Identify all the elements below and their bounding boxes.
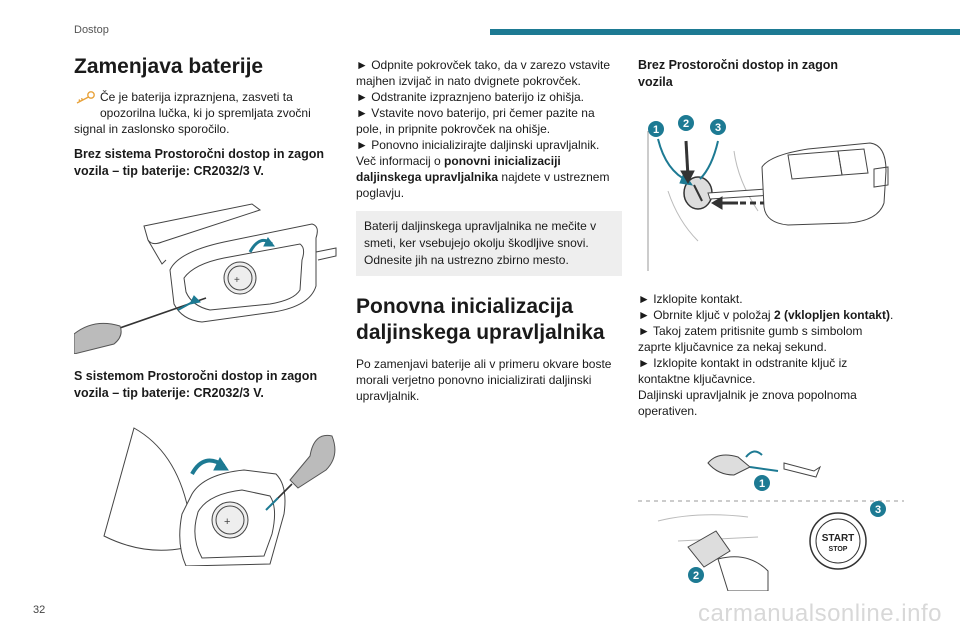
header-section-label: Dostop (74, 24, 109, 36)
key-warning-icon (74, 91, 96, 109)
key-battery-figure-1: + (74, 203, 337, 354)
reinit-step-3-cont: zaprte ključavnice za nekaj sekund. (638, 340, 827, 354)
notice-line-3: Odnesite jih na ustrezno zbirno mesto. (364, 253, 569, 267)
step-line-6: ► Ponovno inicializirajte daljinski upra… (356, 138, 600, 152)
key-battery-figure-2: + (103, 427, 336, 566)
reinit-step-1: ► Izklopite kontakt. (638, 292, 743, 306)
reinit-title-line-2: daljinskega upravljalnika (356, 321, 605, 344)
notice-line-2: smeti, ker vsebujejo okolju škodljive sn… (364, 236, 589, 250)
reinit-step-2-bold: 2 (vklopljen kontakt) (773, 308, 890, 322)
step-line-5: pole, in pripnite pokrovček na ohišje. (356, 122, 551, 136)
reinit-title-line-1: Ponovna inicializacija (356, 295, 574, 318)
more-info-link-2: daljinskega upravljalnika (356, 170, 499, 184)
stop-label: STOP (829, 546, 848, 553)
note-line-2: opozorilna lučka, ki jo spremljata zvočn… (100, 106, 311, 120)
ignition-key-figure: 1 2 3 (647, 115, 889, 271)
more-info-prefix: Več informacij o (356, 154, 445, 168)
start-label: START (822, 533, 855, 544)
subheading-with-handsfree-cont: vozila – tip baterije: CR2032/3 V. (74, 386, 264, 400)
section-title: Zamenjava baterije (74, 55, 264, 78)
reinit-step-4: ► Izklopite kontakt in odstranite ključ … (638, 356, 848, 370)
more-info-line-2: daljinskega upravljalnika najdete v ustr… (356, 169, 622, 185)
reinit-step-2-suffix: . (889, 308, 894, 322)
callout-b1: 1 (759, 478, 765, 490)
step-line-2: majhen izvijač in nato dvignete pokrovče… (356, 74, 581, 88)
step-line-1: ► Odpnite pokrovček tako, da v zarezo vs… (356, 58, 610, 72)
reinit-step-2: ► Obrnite ključ v položaj 2 (vklopljen k… (638, 307, 904, 323)
note-line-1: Če je baterija izpraznjena, zasveti ta (100, 90, 293, 104)
svg-text:+: + (234, 275, 240, 286)
column-reinit-procedure: Brez Prostoročni dostop in zagon vozila … (638, 57, 904, 591)
column-battery-replacement: Zamenjava baterije Če je baterija izpraz… (74, 55, 340, 566)
reinit-step-2-prefix: ► Obrnite ključ v položaj (638, 308, 774, 322)
step-line-4: ► Vstavite novo baterijo, pri čemer pazi… (356, 106, 595, 120)
final-line-2: operativen. (638, 404, 698, 418)
more-info-suffix: najdete v ustreznem (498, 170, 610, 184)
subheading-without-handsfree-cont: vozila – tip baterije: CR2032/3 V. (74, 164, 264, 178)
warning-note: Če je baterija izpraznjena, zasveti ta o… (74, 89, 340, 121)
callout-2: 2 (683, 118, 689, 130)
reinit-title: Ponovna inicializacija daljinskega uprav… (356, 294, 622, 346)
subheading-with-handsfree: S sistemom Prostoročni dostop in zagon (74, 369, 318, 383)
svg-text:+: + (224, 516, 230, 528)
more-info-link-1: ponovni inicializaciji (444, 154, 561, 168)
watermark: carmanualsonline.info (698, 600, 942, 627)
note-line-3: signal in zaslonsko sporočilo. (74, 122, 230, 136)
header-accent-bar (490, 29, 960, 35)
column-instructions: ► Odpnite pokrovček tako, da v zarezo vs… (356, 57, 622, 404)
subheading-reinit: Brez Prostoročni dostop in zagon (638, 58, 839, 72)
callout-b3: 3 (875, 504, 881, 516)
subheading-without-handsfree: Brez sistema Prostoročni dostop in zagon (74, 147, 325, 161)
environment-notice-box: Baterij daljinskega upravljalnika ne meč… (356, 211, 622, 276)
subheading-reinit-cont: vozila (638, 75, 673, 89)
callout-b2: 2 (693, 570, 699, 582)
reinit-para-line-3: upravljalnik. (356, 389, 420, 403)
final-line-1: Daljinski upravljalnik je znova popolnom… (638, 388, 857, 402)
start-stop-figure: START STOP 1 2 3 (638, 450, 904, 591)
notice-line-1: Baterij daljinskega upravljalnika ne meč… (364, 219, 597, 233)
callout-3: 3 (715, 122, 721, 134)
reinit-para-line-1: Po zamenjavi baterije ali v primeru okva… (356, 357, 612, 371)
more-info-line-1: Več informacij o ponovni inicializaciji (356, 153, 622, 169)
reinit-step-3: ► Takoj zatem pritisnite gumb s simbolom (638, 324, 863, 338)
page-number: 32 (33, 604, 46, 616)
reinit-para-line-2: morali verjetno ponovno inicializirati d… (356, 373, 592, 387)
step-line-3: ► Odstranite izpraznjeno baterijo iz ohi… (356, 90, 584, 104)
reinit-step-4-cont: kontaktne ključavnice. (638, 372, 756, 386)
callout-1: 1 (653, 124, 659, 136)
more-info-line-3: poglavju. (356, 186, 405, 200)
